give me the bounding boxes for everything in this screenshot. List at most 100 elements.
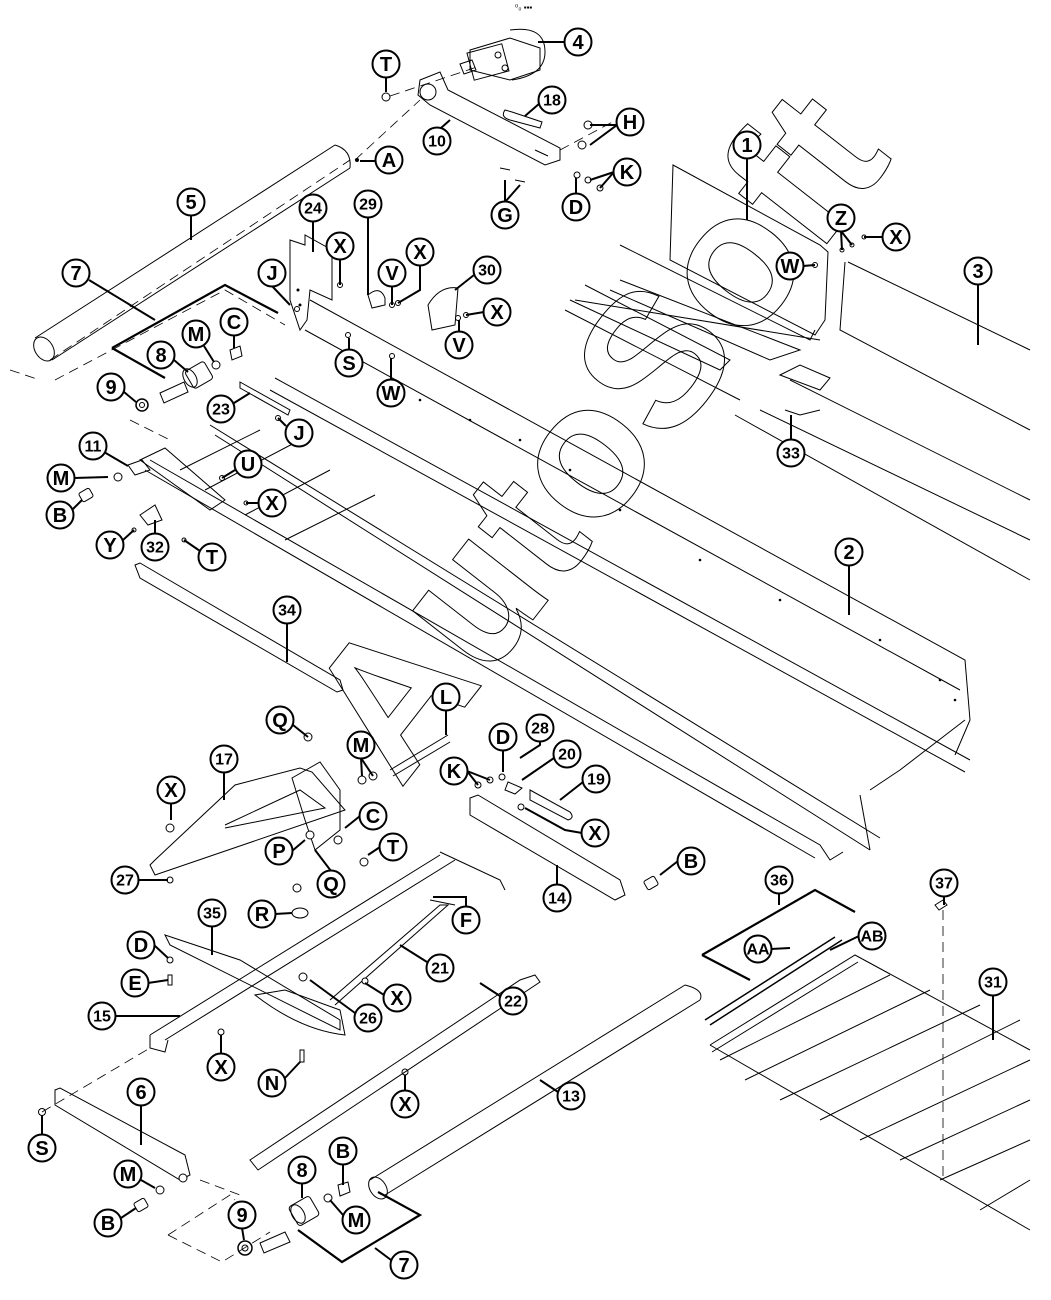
callout-x-z[interactable]: X — [881, 222, 911, 252]
callout-h[interactable]: H — [615, 107, 645, 137]
callout-b-8[interactable]: B — [328, 1136, 358, 1166]
callout-20[interactable]: 20 — [552, 739, 582, 769]
callout-m-bot[interactable]: M — [341, 1205, 371, 1235]
callout-z[interactable]: Z — [826, 203, 856, 233]
callout-l[interactable]: L — [431, 682, 461, 712]
callout-circle — [775, 251, 805, 281]
callout-a[interactable]: A — [374, 145, 404, 175]
callout-e[interactable]: E — [120, 968, 150, 998]
callout-j-mid[interactable]: J — [284, 418, 314, 448]
callout-2[interactable]: 2 — [834, 537, 864, 567]
callout-x-30[interactable]: X — [482, 297, 512, 327]
callout-34[interactable]: 34 — [272, 595, 302, 625]
callout-m-11[interactable]: M — [46, 463, 76, 493]
callout-8-bot[interactable]: 8 — [287, 1155, 317, 1185]
callout-7-bot[interactable]: 7 — [389, 1250, 419, 1280]
callout-c-top[interactable]: C — [219, 307, 249, 337]
callout-label: 4 — [572, 32, 584, 54]
callout-21[interactable]: 21 — [425, 953, 455, 983]
callout-14[interactable]: 14 — [542, 883, 572, 913]
callout-b-14[interactable]: B — [676, 846, 706, 876]
callout-13[interactable]: 13 — [556, 1081, 586, 1111]
callout-37[interactable]: 37 — [929, 868, 959, 898]
callout-x-15[interactable]: X — [206, 1052, 236, 1082]
callout-v-30[interactable]: V — [444, 330, 474, 360]
callout-m-top[interactable]: M — [181, 319, 211, 349]
callout-v-29[interactable]: V — [377, 258, 407, 288]
callout-s-bot[interactable]: S — [27, 1133, 57, 1163]
callout-j-top[interactable]: J — [257, 258, 287, 288]
part-drawings — [9, 28, 1031, 1264]
callout-circle — [298, 193, 328, 223]
callout-x-u[interactable]: X — [257, 488, 287, 518]
callout-36[interactable]: 36 — [764, 865, 794, 895]
callout-31[interactable]: 31 — [978, 967, 1008, 997]
callout-5[interactable]: 5 — [176, 187, 206, 217]
part-5-tube — [33, 144, 351, 362]
callout-x-17[interactable]: X — [156, 775, 186, 805]
callout-q-bot[interactable]: Q — [316, 869, 346, 899]
callout-n[interactable]: N — [257, 1068, 287, 1098]
callout-x-24[interactable]: X — [325, 231, 355, 261]
callout-26[interactable]: 26 — [353, 1003, 383, 1033]
callout-30[interactable]: 30 — [472, 255, 502, 285]
callout-c-mid[interactable]: C — [358, 801, 388, 831]
callout-35[interactable]: 35 — [197, 898, 227, 928]
callout-label: T — [206, 547, 218, 569]
callout-10[interactable]: 10 — [422, 126, 452, 156]
callout-x-21[interactable]: X — [382, 983, 412, 1013]
callout-y[interactable]: Y — [95, 530, 125, 560]
callout-x-29[interactable]: X — [405, 237, 435, 267]
callout-aa[interactable]: AA — [743, 934, 773, 964]
callout-22[interactable]: 22 — [498, 986, 528, 1016]
callout-u[interactable]: U — [233, 449, 263, 479]
callout-b-11[interactable]: B — [45, 500, 75, 530]
callout-f[interactable]: F — [451, 905, 481, 935]
callout-19[interactable]: 19 — [581, 764, 611, 794]
callout-label: L — [440, 687, 452, 709]
callout-k-top[interactable]: K — [612, 157, 642, 187]
callout-p[interactable]: P — [264, 836, 294, 866]
callout-circle — [87, 1001, 117, 1031]
callout-18[interactable]: 18 — [537, 85, 567, 115]
callout-w-top[interactable]: W — [775, 251, 805, 281]
callout-m-6[interactable]: M — [113, 1159, 143, 1189]
callout-1[interactable]: 1 — [732, 130, 762, 160]
callout-circle — [881, 222, 911, 252]
callout-q-top[interactable]: Q — [265, 705, 295, 735]
callout-ab[interactable]: AB — [857, 921, 887, 951]
callout-7-top[interactable]: 7 — [61, 258, 91, 288]
callout-m-mid[interactable]: M — [346, 730, 376, 760]
callout-23[interactable]: 23 — [206, 394, 236, 424]
callout-8-top[interactable]: 8 — [146, 340, 176, 370]
callout-9-bot[interactable]: 9 — [227, 1200, 257, 1230]
callout-29[interactable]: 29 — [353, 189, 383, 219]
callout-t-top[interactable]: T — [371, 49, 401, 79]
callout-r[interactable]: R — [247, 899, 277, 929]
callout-w-mid[interactable]: W — [376, 378, 406, 408]
callout-11[interactable]: 11 — [78, 431, 108, 461]
callout-4[interactable]: 4 — [563, 27, 593, 57]
callout-s-top[interactable]: S — [334, 348, 364, 378]
callout-15[interactable]: 15 — [87, 1001, 117, 1031]
callout-g[interactable]: G — [490, 200, 520, 230]
callout-b-6[interactable]: B — [93, 1208, 123, 1238]
callout-32[interactable]: 32 — [140, 532, 170, 562]
callout-6[interactable]: 6 — [126, 1077, 156, 1107]
callout-27[interactable]: 27 — [110, 865, 140, 895]
callout-d-top[interactable]: D — [561, 192, 591, 222]
callout-24[interactable]: 24 — [298, 193, 328, 223]
callout-d-mid[interactable]: D — [488, 722, 518, 752]
callout-circle — [444, 330, 474, 360]
callout-33[interactable]: 33 — [776, 438, 806, 468]
callout-17[interactable]: 17 — [209, 744, 239, 774]
callout-9-top[interactable]: 9 — [96, 372, 126, 402]
callout-d-bot[interactable]: D — [126, 930, 156, 960]
callout-28[interactable]: 28 — [525, 713, 555, 743]
callout-3[interactable]: 3 — [963, 256, 993, 286]
callout-t-mid[interactable]: T — [197, 542, 227, 572]
callout-k-mid[interactable]: K — [439, 756, 469, 786]
callout-t-bot[interactable]: T — [378, 832, 408, 862]
callout-x-14[interactable]: X — [580, 818, 610, 848]
callout-x-22[interactable]: X — [390, 1089, 420, 1119]
